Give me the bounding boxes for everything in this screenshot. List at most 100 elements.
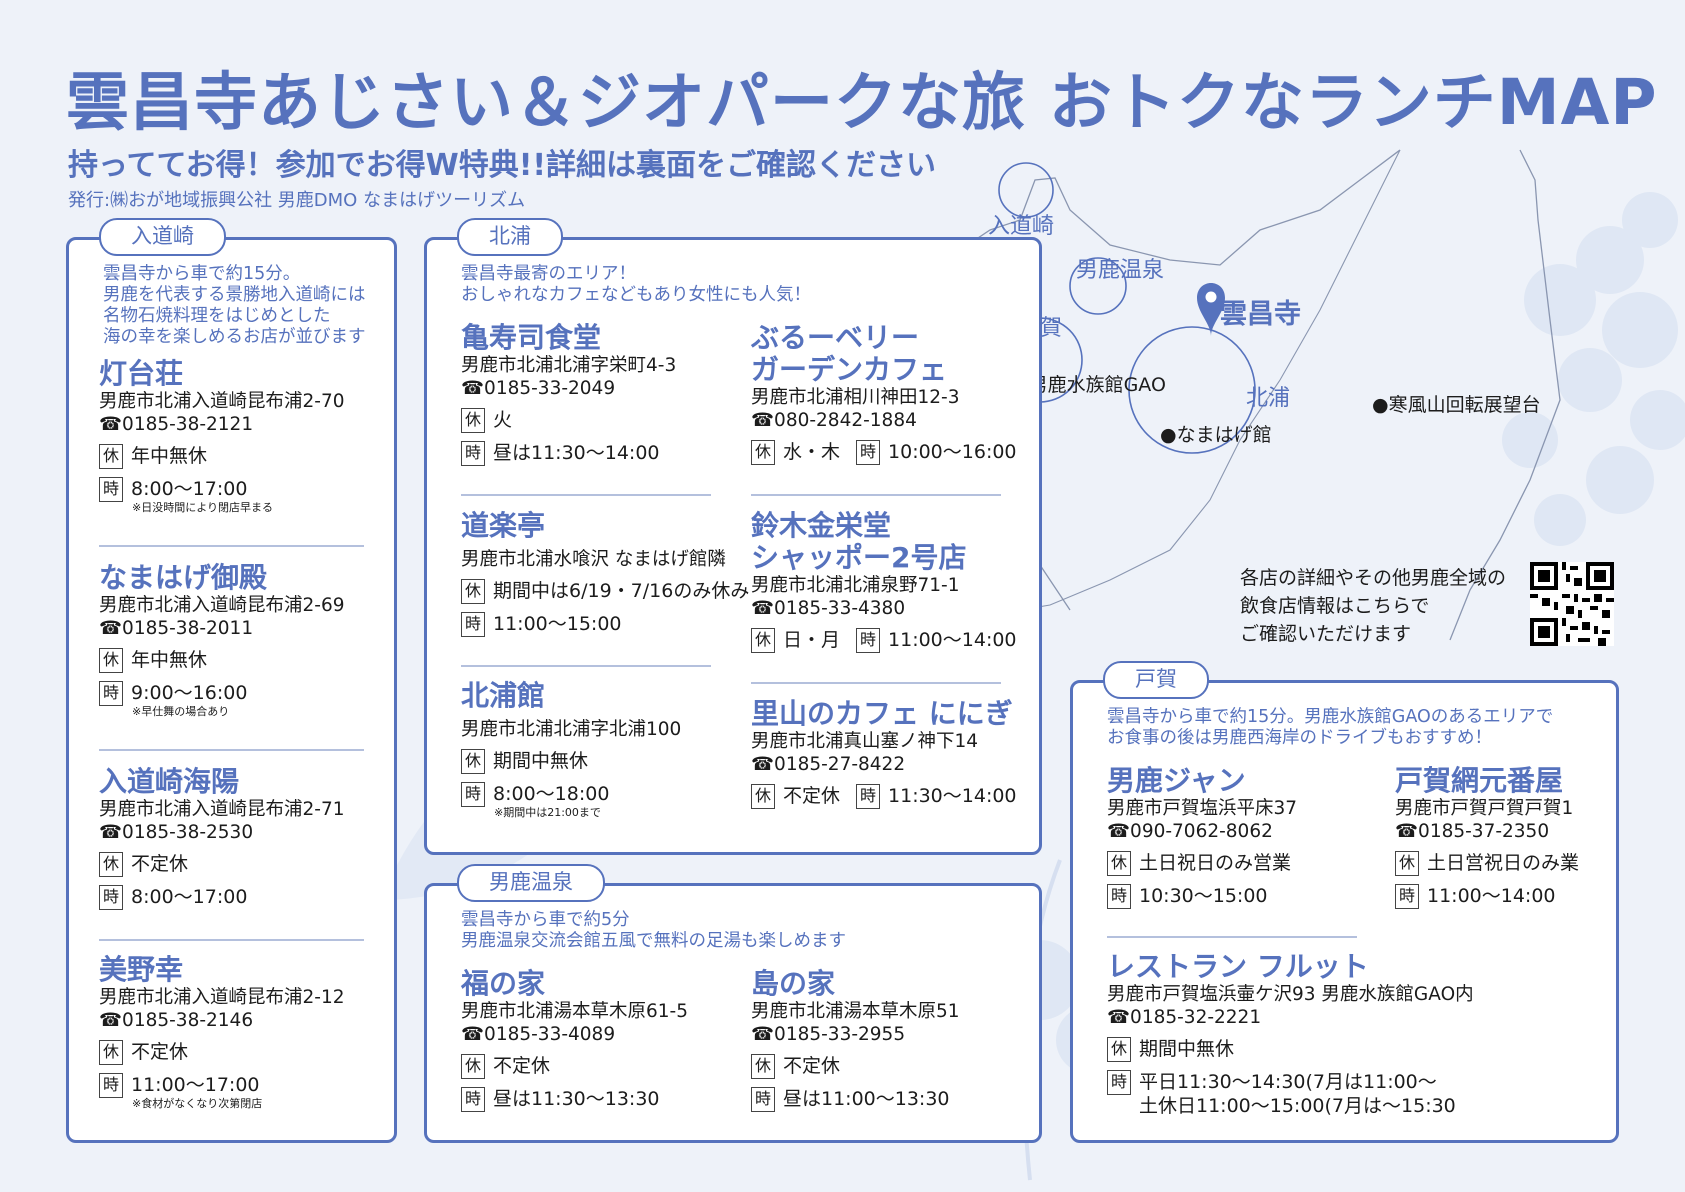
map-label-temple: 雲昌寺	[1220, 299, 1301, 330]
shop-card: 戸賀網元番屋 男鹿市戸賀戸賀戸賀1 ☎0185-37-2350 休土日営祝日のみ…	[1395, 765, 1579, 909]
shop-card: 島の家 男鹿市北浦湯本草木原51 ☎0185-33-2955 休不定休 時昼は1…	[751, 968, 960, 1112]
hours-badge: 時	[1107, 1070, 1131, 1095]
shop-card: 鈴木金栄堂 シャッポー2号店 男鹿市北浦北浦泉野71-1 ☎0185-33-43…	[751, 510, 1017, 653]
shop-name: 男鹿ジャン	[1107, 764, 1246, 797]
hours-badge: 時	[751, 1087, 775, 1112]
page-title: 雲昌寺あじさい＆ジオパークな旅 おトクなランチMAP	[66, 66, 1658, 139]
closed-days: 不定休	[783, 1055, 841, 1077]
opening-hours: 8:00～17:00	[131, 886, 248, 908]
shop-name-line2: シャッポー2号店	[751, 541, 967, 574]
page-subtitle: 持っててお得！参加でお得W特典!!詳細は裏面をご確認ください	[68, 148, 937, 183]
closed-days: 年中無休	[131, 445, 208, 467]
shop-note: ※日没時間により閉店早まる	[132, 501, 273, 514]
onsen-area-circle	[1069, 257, 1127, 315]
hours-badge: 時	[99, 1073, 123, 1098]
hours-badge: 時	[856, 628, 881, 653]
shop-name: レストラン フルット	[1107, 950, 1369, 983]
shop-address: 男鹿市北浦相川神田12-3	[751, 387, 960, 408]
shop-card: 道楽亭 男鹿市北浦水喰沢 なまはげ館隣 休期間中は6/19・7/16のみ休み 時…	[461, 510, 749, 637]
hours-badge: 時	[461, 441, 485, 466]
shop-address: 男鹿市北浦水喰沢 なまはげ館隣	[461, 549, 726, 570]
shop-card: ぶるーベリー ガーデンカフェ 男鹿市北浦相川神田12-3 ☎080-2842-1…	[751, 322, 1017, 465]
shop-phone[interactable]: ☎0185-33-2049	[461, 378, 616, 399]
shop-card: 入道崎海陽 男鹿市北浦入道崎昆布浦2-71 ☎0185-38-2530 休不定休…	[99, 766, 345, 910]
shop-name: なまはげ御殿	[99, 561, 268, 594]
qr-code-icon[interactable]	[1530, 562, 1614, 646]
shop-address: 男鹿市戸賀塩浜壷ケ沢93 男鹿水族館GAO内	[1107, 984, 1474, 1005]
shop-address: 男鹿市北浦入道崎昆布浦2-12	[99, 987, 345, 1008]
publisher-credit: 発行:㈱おが地域振興公社 男鹿DMO なまはげツーリズム	[68, 190, 526, 211]
shop-phone[interactable]: ☎0185-38-2530	[99, 822, 254, 843]
opening-hours: 11:00～15:00	[493, 613, 622, 635]
shop-name: 鈴木金栄堂	[751, 509, 892, 542]
shop-note: ※期間中は21:00まで	[494, 806, 601, 819]
area-intro: 雲昌寺から車で約15分。男鹿水族館GAOのあるエリアでお食事の後は男鹿西海岸のド…	[1107, 707, 1554, 748]
shop-phone[interactable]: ☎090-7062-8062	[1107, 821, 1273, 842]
closed-badge: 休	[1107, 851, 1131, 876]
closed-days: 不定休	[131, 853, 189, 875]
shop-phone[interactable]: ☎0185-38-2011	[99, 618, 254, 639]
shop-phone[interactable]: ☎0185-32-2221	[1107, 1007, 1262, 1028]
hours-badge: 時	[1107, 884, 1131, 909]
hours-badge: 時	[1395, 884, 1419, 909]
shop-phone[interactable]: ☎0185-33-2955	[751, 1024, 906, 1045]
shop-address: 男鹿市北浦湯本草木原61-5	[461, 1001, 688, 1022]
shop-phone[interactable]: ☎080-2842-1884	[751, 410, 917, 431]
hours-badge: 時	[856, 440, 881, 465]
closed-badge: 休	[99, 444, 123, 469]
shop-phone[interactable]: ☎0185-27-8422	[751, 754, 906, 775]
shop-phone[interactable]: ☎0185-37-2350	[1395, 821, 1550, 842]
shop-name: 戸賀網元番屋	[1395, 764, 1564, 797]
closed-days: 土日祝日のみ営業	[1139, 852, 1292, 874]
hours-badge: 時	[99, 477, 123, 502]
closed-days: 不定休	[783, 785, 841, 807]
map-label-kitaura: 北浦	[1246, 386, 1291, 411]
shop-card: 福の家 男鹿市北浦湯本草木原61-5 ☎0185-33-4089 休不定休 時昼…	[461, 968, 688, 1112]
shop-phone[interactable]: ☎0185-38-2121	[99, 414, 254, 435]
tab-kitaura: 北浦	[457, 218, 563, 256]
map-label-nyudozaki: 入道崎	[988, 214, 1055, 239]
closed-days: 期間中無休	[1139, 1038, 1235, 1060]
closed-badge: 休	[1107, 1037, 1131, 1062]
kitaura-area-circle	[1128, 326, 1256, 454]
opening-hours: 11:00～14:00	[1427, 885, 1556, 907]
shop-address: 男鹿市戸賀塩浜平床37	[1107, 798, 1298, 819]
closed-badge: 休	[751, 1054, 775, 1079]
closed-badge: 休	[99, 852, 123, 877]
closed-badge: 休	[751, 440, 775, 465]
shop-card: 灯台荘 男鹿市北浦入道崎昆布浦2-70 ☎0185-38-2121 休年中無休 …	[99, 358, 345, 514]
closed-days: 不定休	[131, 1041, 189, 1063]
shop-address: 男鹿市北浦北浦字栄町4-3	[461, 355, 677, 376]
shop-note: ※早仕舞の場合あり	[132, 705, 230, 718]
closed-badge: 休	[99, 1040, 123, 1065]
shop-name-line2: ガーデンカフェ	[751, 353, 948, 386]
shop-card: なまはげ御殿 男鹿市北浦入道崎昆布浦2-69 ☎0185-38-2011 休年中…	[99, 562, 345, 718]
shop-address: 男鹿市北浦入道崎昆布浦2-69	[99, 595, 345, 616]
closed-badge: 休	[751, 784, 775, 809]
shop-name: 福の家	[461, 967, 546, 1000]
shop-phone[interactable]: ☎0185-33-4089	[461, 1024, 616, 1045]
shop-phone[interactable]: ☎0185-33-4380	[751, 598, 906, 619]
qr-caption: 各店の詳細やその他男鹿全域の 飲食店情報はこちらで ご確認いただけます	[1240, 567, 1507, 645]
closed-days: 年中無休	[131, 649, 208, 671]
shop-address: 男鹿市戸賀戸賀戸賀1	[1395, 798, 1574, 819]
opening-hours: 9:00～16:00	[131, 682, 248, 704]
opening-hours: 8:00～18:00	[493, 783, 610, 805]
poi-gao: ●男鹿水族館GAO	[1012, 374, 1166, 396]
opening-hours: 11:00～17:00	[131, 1074, 260, 1096]
shop-address: 男鹿市北浦北浦字北浦100	[461, 719, 682, 740]
closed-badge: 休	[461, 408, 485, 433]
area-intro: 雲昌寺から車で約15分。男鹿を代表する景勝地入道崎には 名物石焼料理をはじめとし…	[103, 264, 366, 347]
shop-phone[interactable]: ☎0185-38-2146	[99, 1010, 254, 1031]
shop-address: 男鹿市北浦入道崎昆布浦2-70	[99, 391, 345, 412]
shop-name: ぶるーベリー	[751, 321, 920, 354]
tab-toga: 戸賀	[1103, 661, 1209, 699]
opening-hours: 10:30～15:00	[1139, 885, 1268, 907]
closed-days: 日・月	[783, 629, 841, 651]
hours-badge: 時	[99, 681, 123, 706]
poi-kanpuzan: ●寒風山回転展望台	[1372, 394, 1541, 416]
shop-name: 亀寿司食堂	[461, 321, 602, 354]
nyudozaki-panel: 入道崎 雲昌寺から車で約15分。男鹿を代表する景勝地入道崎には 名物石焼料理をは…	[66, 218, 397, 1143]
shop-card: レストラン フルット 男鹿市戸賀塩浜壷ケ沢93 男鹿水族館GAO内 ☎0185-…	[1107, 951, 1474, 1118]
